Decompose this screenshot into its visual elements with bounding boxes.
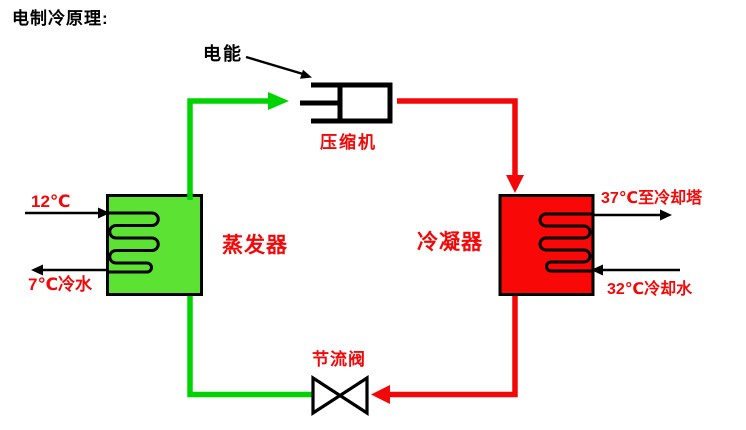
green-pipe-arrowhead — [268, 92, 289, 110]
condenser-box — [498, 194, 595, 296]
power-label: 电能 — [203, 44, 243, 64]
cooling-water-out-label: 37℃至冷却塔 — [601, 190, 703, 207]
evaporator-coil-icon — [106, 211, 160, 274]
chilled-water-out-label: 7℃冷水 — [28, 275, 93, 294]
throttle-valve-label: 节流阀 — [312, 350, 366, 369]
compressor-icon — [300, 82, 393, 124]
valve-right-triangle — [337, 375, 369, 416]
condenser-label: 冷凝器 — [417, 231, 483, 254]
cooling-water-in-label: 32℃冷却水 — [607, 281, 693, 298]
compressor-label: 压缩机 — [320, 133, 377, 152]
red-pipe-left-arrowhead — [371, 385, 390, 404]
throttle-valve-icon — [311, 375, 369, 416]
power-arrow — [245, 55, 312, 79]
condenser-coil-icon — [538, 212, 594, 273]
evaporator-box — [106, 194, 203, 296]
evaporator-label: 蒸发器 — [222, 234, 288, 257]
red-pipe-compressor-to-condenser — [397, 98, 518, 175]
chilled-water-in-arrow — [25, 207, 110, 219]
chilled-water-out-arrow — [31, 264, 106, 276]
compressor-cylinder — [311, 82, 393, 124]
page-title: 电制冷原理: — [12, 9, 109, 28]
valve-left-triangle — [311, 375, 343, 416]
red-pipe-down-arrowhead — [506, 175, 524, 193]
chilled-water-in-label: 12℃ — [31, 192, 71, 211]
cooling-water-in-arrow — [591, 264, 680, 276]
cooling-water-out-arrow — [594, 209, 672, 221]
red-pipe-condenser-to-valve — [390, 294, 518, 398]
